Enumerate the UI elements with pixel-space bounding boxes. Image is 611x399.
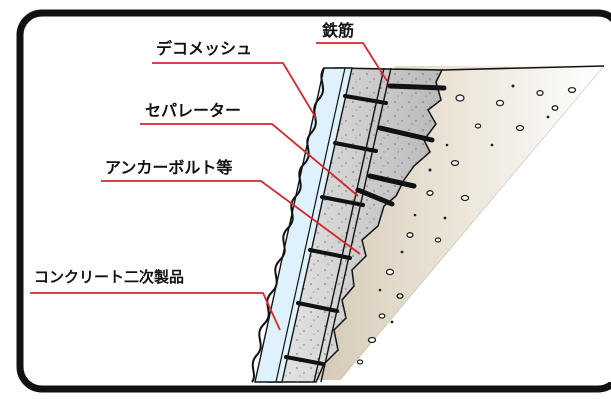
label-anchor-bolt: アンカーボルト等 xyxy=(105,158,233,177)
soil-area xyxy=(350,66,611,382)
leader-rebar xyxy=(316,42,388,82)
label-deco-mesh: デコメッシュ xyxy=(156,39,253,58)
soil-dots xyxy=(378,84,550,324)
leader-separator xyxy=(140,123,359,197)
leader-lines xyxy=(30,42,388,331)
leader-concrete-product xyxy=(30,292,281,331)
rebar-line-icon xyxy=(313,67,392,383)
slope-line xyxy=(339,65,605,381)
separators xyxy=(284,94,388,366)
concrete-speckle xyxy=(268,68,442,382)
anchor-bolts xyxy=(355,83,447,207)
leader-anchor-bolt xyxy=(101,180,361,255)
ground-line xyxy=(441,65,605,71)
label-rebar: 鉄筋 xyxy=(322,21,355,40)
panel-inner-edge xyxy=(275,67,346,383)
soil-fill xyxy=(258,66,604,380)
soil-pebbles xyxy=(356,86,577,365)
leader-deco-mesh xyxy=(152,62,317,119)
deco-mesh-wave-icon xyxy=(251,67,325,383)
label-concrete-product: コンクリート二次製品 xyxy=(34,268,185,286)
label-separator: セパレーター xyxy=(145,101,242,120)
